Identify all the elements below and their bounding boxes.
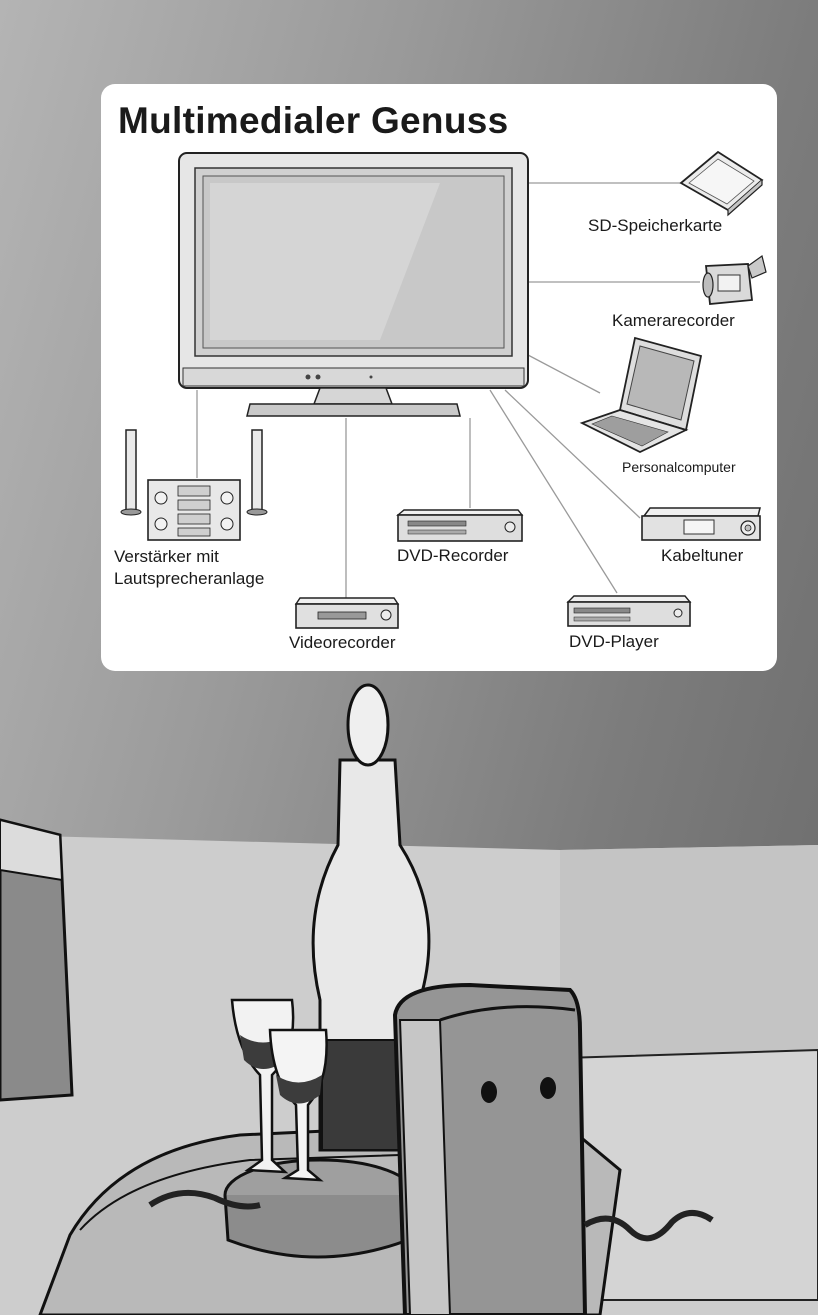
label-vcr: Videorecorder [289, 633, 396, 652]
vcr-icon [294, 597, 400, 629]
line-cable-tuner [504, 389, 641, 519]
label-dvd-recorder: DVD-Recorder [397, 546, 509, 565]
connection-lines [196, 182, 700, 600]
camcorder-icon [702, 254, 767, 305]
line-pc [527, 354, 601, 394]
tv-icon [178, 152, 529, 417]
label-pc: Personalcomputer [622, 459, 736, 475]
label-amplifier-line1: Verstärker mit [114, 547, 219, 566]
dvd-recorder-icon [396, 509, 524, 542]
line-dvd-player [489, 389, 618, 594]
label-camcorder: Kamerarecorder [612, 311, 735, 330]
label-dvd-player: DVD-Player [569, 632, 659, 651]
label-amplifier-line2: Lautsprecheranlage [114, 569, 265, 588]
stereo-system-icon [120, 429, 268, 541]
page-title: Multimedialer Genuss [118, 100, 509, 141]
sd-card-icon [679, 150, 764, 217]
dvd-player-icon [566, 595, 692, 627]
laptop-icon [579, 336, 703, 454]
label-cable-tuner: Kabeltuner [661, 546, 744, 565]
living-room-illustration [0, 683, 818, 1315]
label-sd-card: SD-Speicherkarte [588, 216, 723, 235]
cable-tuner-icon [641, 507, 761, 541]
